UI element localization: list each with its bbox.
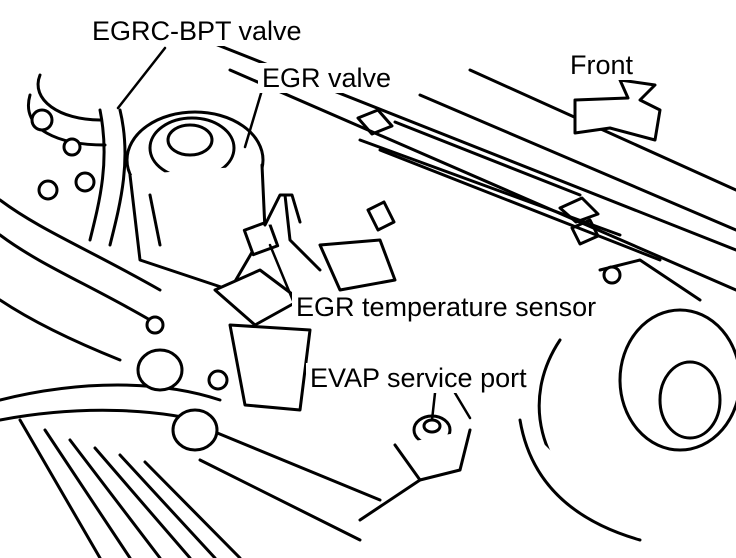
upper-frame-lines [203, 38, 736, 292]
lower-hoses [0, 348, 382, 558]
leader-lines [116, 46, 472, 422]
label-egr-valve: EGR valve [258, 63, 396, 93]
label-egrc-bpt-valve: EGRC-BPT valve [88, 16, 306, 46]
leader-egr-valve [243, 88, 264, 149]
leader-evap-port-2 [453, 391, 472, 420]
left-hoses [0, 73, 162, 362]
connector-blocks [213, 238, 397, 412]
leader-egr-temp-sensor [268, 243, 298, 310]
label-evap-service-port: EVAP service port [306, 363, 531, 393]
right-components [518, 258, 736, 542]
egr-valve-body [125, 110, 267, 292]
hose-clips [356, 108, 600, 246]
leader-evap-port [430, 391, 437, 422]
label-front: Front [566, 50, 638, 80]
egr-temperature-sensor-part [242, 193, 322, 272]
front-arrow-icon [573, 78, 662, 142]
leader-egrc-bpt [116, 46, 167, 110]
evap-service-port-part [358, 414, 472, 522]
label-egr-temperature-sensor: EGR temperature sensor [292, 292, 601, 322]
